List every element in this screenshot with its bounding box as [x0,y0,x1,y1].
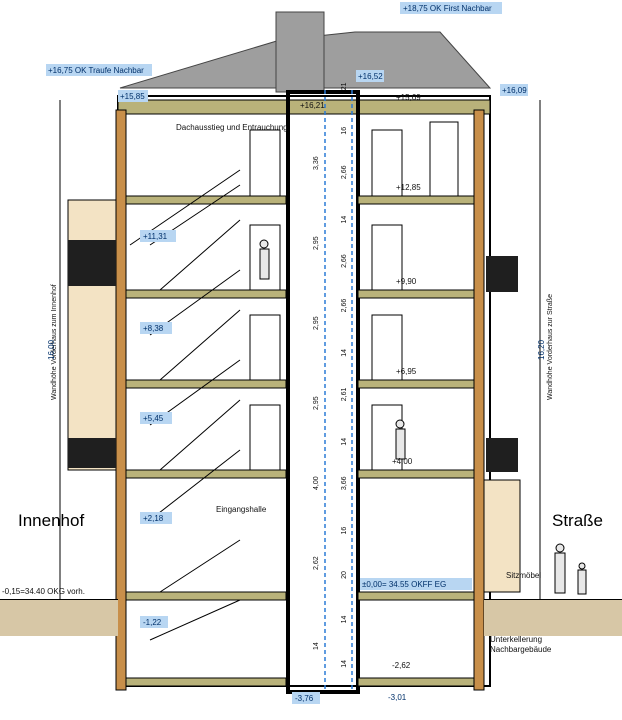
roof-right-elev: +15,69 [396,93,421,102]
staircase [129,169,241,641]
shaft-dim-left: 4,00 [313,476,320,490]
floor3-elev: +12,85 [396,183,421,192]
shaft-dim-right: 2,61 [341,387,348,401]
chimney [275,11,325,93]
right-top-elev: +16,09 [502,86,527,95]
people-figures [259,239,587,595]
elevator-shaft [286,90,360,694]
right-balcony-1 [486,256,518,292]
shaft-dim-right: 3,66 [341,476,348,490]
floor1-elev: +6,95 [396,367,417,376]
bottom-right-elev: -3,01 [388,693,407,702]
shaft-dim-right: 2,66 [341,254,348,268]
shaft-dim-right: 14 [341,660,348,668]
floor-slabs [125,195,475,687]
shaft-dim-left: 2,95 [313,396,320,410]
shaft-dim-right: 20 [341,571,348,579]
basement-note-2: Nachbargebäude [490,645,552,654]
bottom-center-elev: -3,76 [295,694,314,703]
strasse-label: Straße [552,511,603,530]
right-wall [473,109,485,691]
stair-5-elev: +5,45 [143,414,164,423]
right-annex [483,479,521,593]
ground-eg-elev: ±0,00= 34.55 OKFF EG [362,580,446,589]
ground-left-elev: -0,15=34.40 OKG vorh. [2,587,85,596]
basement-stair-elev: -1,22 [143,618,162,627]
shaft-dim-right: 14 [341,438,348,446]
shaft-dim-left: 2,62 [313,556,320,570]
roof-middle-elev: +16,21 [300,101,325,110]
basement-floor-elev: -2,62 [392,661,411,670]
shaft-dim-right: 14 [341,216,348,224]
shaft-dim-left: 14 [313,642,320,650]
floor2-elev: +9,90 [396,277,417,286]
right-height-caption: Wandhöhe Vorderhaus zur Straße [547,294,554,400]
shaft-dim-right: 16 [341,527,348,535]
shaft-dims-right: 21 16 2,66 14 2,66 2,66 14 2,61 14 3,66 16 20 14 14 [341,82,348,667]
shaft-dim-left: 2,95 [313,316,320,330]
stair-11-elev: +11,31 [143,232,168,241]
shaft-dim-left: 3,36 [313,156,320,170]
shaft-dim-right: 14 [341,349,348,357]
left-balcony-railing-2 [68,438,116,468]
roof-left-elev: +15,85 [120,92,145,101]
left-height-caption: Wandhöhe Vorderhaus zum Innenhof [51,284,58,400]
roof-hatch-label: Dachausstieg und Entrauchung [176,123,288,132]
stair-8-elev: +8,38 [143,324,164,333]
innenhof-label: Innenhof [18,511,84,530]
shaft-dim-right: 21 [341,82,348,90]
shaft-dim-left: 2,95 [313,236,320,250]
first-nachbar: +18,75 OK First Nachbar [403,4,492,13]
roof-slab [117,99,491,115]
left-balcony-railing-1 [68,240,116,286]
doors [249,121,459,471]
left-height-value: 16,00 [47,339,56,360]
entrance-hall-label: Eingangshalle [216,505,267,514]
traufe-nachbar: +16,75 OK Traufe Nachbar [48,66,144,75]
shaft-dim-right: 14 [341,615,348,623]
stair-2-elev: +2,18 [143,514,164,523]
bench-label: Sitzmöbel [506,571,541,580]
ground-fill-right [484,600,622,636]
shaft-dim-right: 2,66 [341,299,348,313]
right-height-value: 16,20 [537,339,546,360]
floor0b-elev: +4,00 [392,457,413,466]
shaft-dim-right: 16 [341,127,348,135]
right-balcony-2 [486,438,518,472]
blue-tags [46,2,528,704]
ground-fill-left [0,600,118,636]
ok-16-52: +16,52 [358,72,383,81]
shaft-dim-right: 2,66 [341,165,348,179]
shaft-dims-left: 3,36 2,95 2,95 2,95 4,00 2,62 14 [313,156,320,650]
basement-note-1: Unterkellerung [490,635,542,644]
